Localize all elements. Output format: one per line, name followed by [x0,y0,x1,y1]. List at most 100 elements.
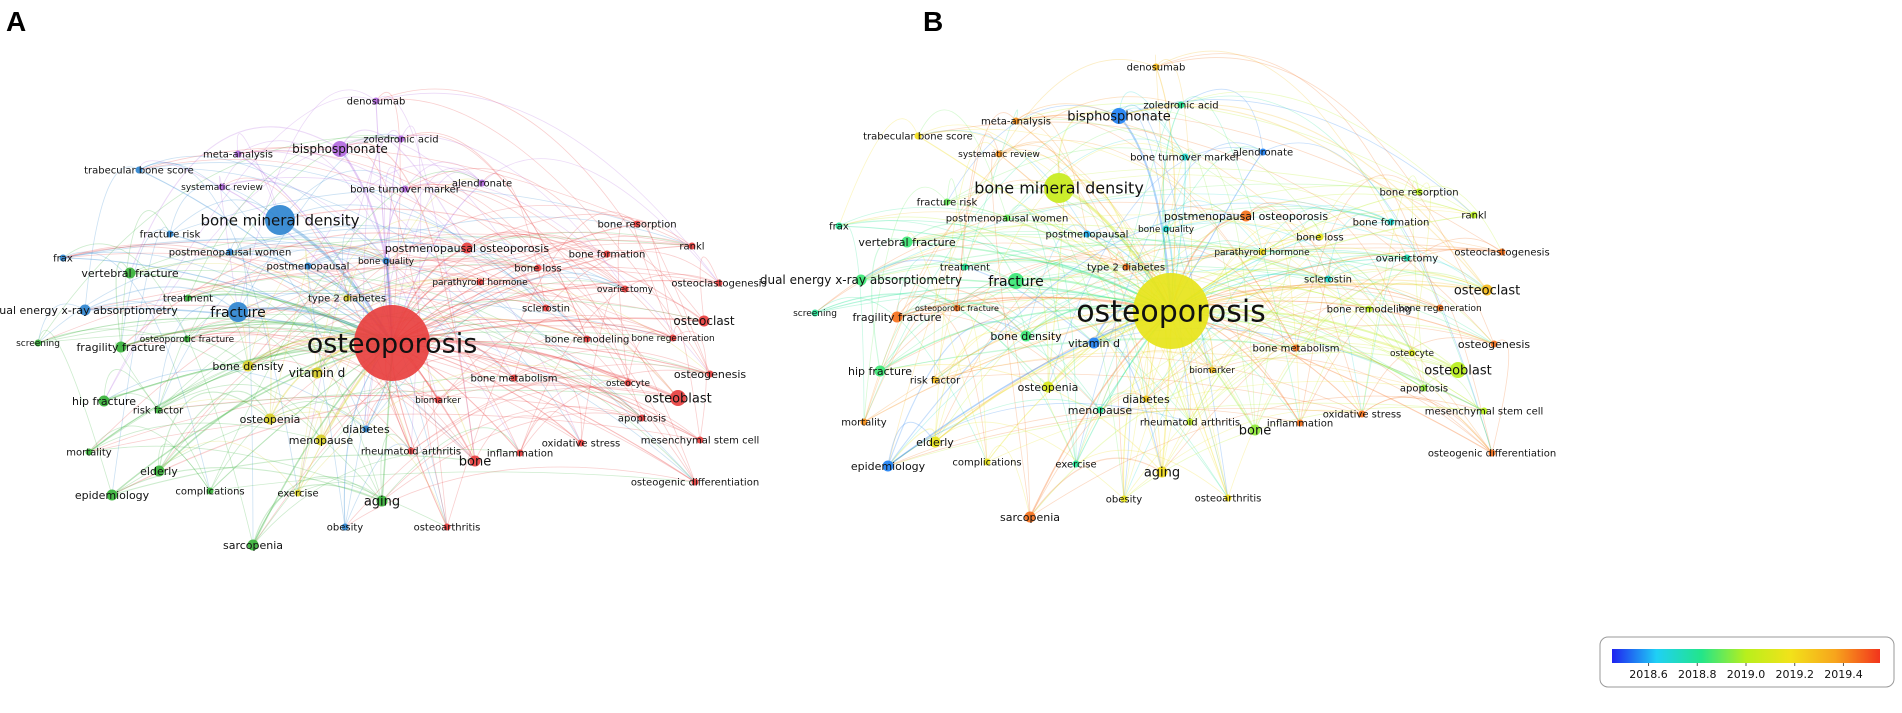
edge-trabecular-bone-score-hub [138,169,393,344]
edge-ovariectomy-fragility-fracture [120,282,626,348]
edge-bisphosphonate-postmenopausal-osteoporosis [339,129,468,249]
edge-inflammation-apoptosis [519,385,643,454]
node-fracture-risk [166,230,174,238]
edge-zoledronic-acid-osteogenic-differentiation [1180,95,1493,454]
node-meta-analysis [1012,117,1020,125]
label-alendronate: alendronate [452,179,512,190]
edge-osteoclastogenesis-hub [1170,249,1503,312]
node-bone-regeneration [669,334,677,342]
edge-postmenopausal-trabecular-bone-score [917,129,1088,235]
node-bone-resorption [633,220,641,228]
edge-frax-hub [62,257,393,344]
edge-fragility-fracture-osteoporosis [120,326,393,348]
label-hip-fracture: hip fracture [72,395,136,408]
node-dual-energy-x-ray-absorptiometry [79,304,91,316]
edge-osteoblast-hub [1170,308,1459,371]
edge-oxidative-stress-ovariectomy [580,284,626,444]
edge-bone-resorption-osteoclastogenesis [1418,185,1503,253]
edge-type-2-diabetes-screening [814,242,1127,314]
edge-complications-diabetes [209,401,367,492]
edge-osteocyte-aging [1161,335,1413,473]
label-elderly: elderly [140,465,178,478]
edge-bone-regeneration-hub [1170,284,1441,312]
edge-risk-factor-osteoblast [157,389,679,411]
edge-systematic-review-bone-metabolism [998,139,1297,349]
node-rheumatoid-arthritis [1186,418,1194,426]
edge-postmenopausal-women-trabecular-bone-score [917,109,1008,219]
node-hip-fracture [98,395,110,407]
edge-screening-aging [37,328,383,502]
node-zoledronic-acid [397,135,405,143]
node-mortality [85,448,93,456]
edge-bone-resorption-osteogenesis [636,220,711,375]
edge-ovariectomy-bone-turnover-marker [404,183,626,290]
edge-postmenopausal-osteoarthritis [307,256,448,528]
node-trabecular-bone-score [135,166,143,174]
edge-oxidative-stress-osteogenic-differentiation [1361,395,1493,454]
edge-menopause-alendronate [320,178,483,441]
edge-postmenopausal-osteoporosis-rankl [466,231,693,249]
node-osteogenic-differentiation [691,478,699,486]
edge-dual-energy-x-ray-absorptiometry-osteopenia [860,276,1049,388]
edge-osteopenia-postmenopausal [269,261,309,420]
edge-parathyroid-hormone-elderly [158,278,481,472]
edge-parathyroid-hormone-menopause [320,272,481,441]
edge-bone-quality-trabecular-bone-score [138,155,387,262]
edge-obesity-rheumatoid-arthritis [344,443,412,528]
edge-sarcopenia-aging [252,476,383,546]
label-bone-metabolism: bone metabolism [1252,344,1339,355]
label-bone-density: bone density [990,330,1062,343]
label-denosumab: denosumab [347,97,406,108]
node-zoledronic-acid [1177,101,1185,109]
node-bone-metabolism [1292,344,1300,352]
edge-aging-rankl [1161,206,1475,473]
edge-frax-hub [838,225,1172,312]
edge-bone-loss-aging [1161,222,1321,473]
edge-rankl-vitamin-d [1093,193,1475,344]
label-alendronate: alendronate [1233,148,1293,159]
edge-hip-fracture-bone-formation [879,206,1392,372]
edge-osteogenesis-denosumab [1155,57,1495,345]
edge-trabecular-bone-score-diabetes [917,124,1147,400]
node-bone-loss [534,264,542,272]
edge-bone-loss-bone-resorption [1319,177,1420,238]
label-sclerostin: sclerostin [1304,275,1352,286]
node-sclerostin [1324,275,1332,283]
edge-type-2-diabetes-elderly [934,253,1127,443]
label-bone-quality: bone quality [1138,225,1195,235]
label-inflammation: inflammation [1267,419,1333,430]
edge-bone-bone-turnover-marker [1184,153,1256,431]
edge-apoptosis-bone-turnover-marker [404,186,643,419]
edge-treatment-osteogenesis [964,239,1495,345]
label-bone-quality: bone quality [358,257,415,267]
edge-sclerostin-epidemiology [887,268,1329,467]
edge-bisphosphonate-osteoarthritis [1118,104,1229,499]
edge-osteoporotic-fracture-zoledronic-acid [186,136,402,340]
edge-rheumatoid-arthritis-osteoblast [410,374,679,452]
label-osteogenesis: osteogenesis [1458,338,1531,351]
edge-alendronate-postmenopausal [307,164,483,267]
edge-vitamin-d-type-2-diabetes [316,271,353,374]
edge-rheumatoid-arthritis-ovariectomy [1189,254,1408,423]
edge-denosumab-bone-quality [1154,54,1167,230]
edge-diabetes-osteoclast [1145,268,1488,400]
edge-elderly-osteopenia [158,390,271,472]
node-complications [206,487,214,495]
edge-screening-hub [814,286,1172,314]
label-bone-formation: bone formation [569,250,646,261]
edge-fragility-fracture-hub [896,296,1172,318]
label-menopause: menopause [1068,404,1133,417]
edge-osteoclast-bone-loss [1319,225,1488,291]
panel-b-nodes [811,63,1506,523]
edge-postmenopausal-women-oxidative-stress [229,242,582,444]
node-bone [1249,424,1261,436]
edge-fracture-vertebral-fracture [906,223,1017,282]
edge-denosumab-bone [375,95,476,462]
edge-denosumab-ovariectomy [1155,50,1408,259]
node-diabetes [1142,395,1150,403]
edge-fracture-risk-bone-turnover-marker [946,147,1186,203]
label-apoptosis: apoptosis [618,414,666,425]
edge-osteogenesis-hub [391,340,711,375]
edge-osteoclastogenesis-dual-energy-x-ray-absorptiometry [84,264,720,311]
